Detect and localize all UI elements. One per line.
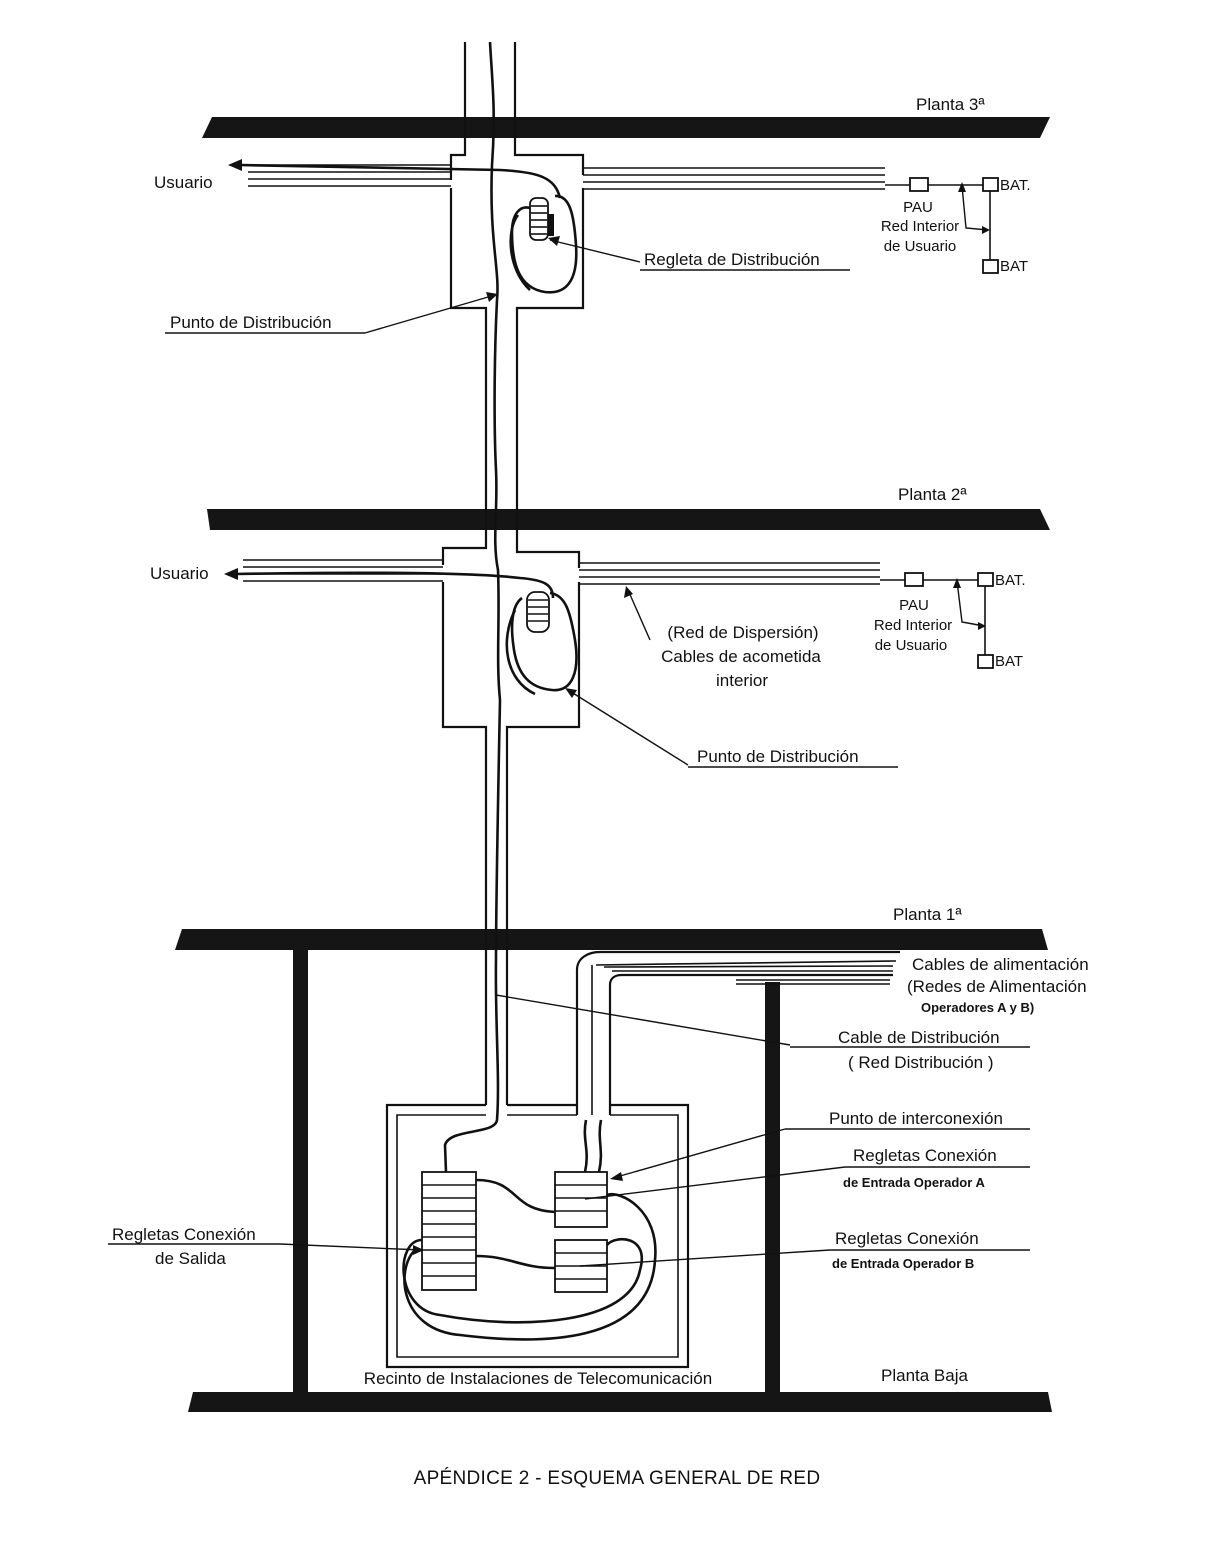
punto-distribucion-label-3: Punto de Distribución (170, 313, 332, 332)
red-interior-label-3: Red Interior (881, 218, 959, 235)
de-usuario-label-2: de Usuario (875, 637, 948, 654)
distribution-point-2 (505, 591, 578, 696)
floor-label-1: Planta 1ª (893, 905, 962, 924)
punto-interconexion-label: Punto de interconexión (829, 1109, 1003, 1128)
entrada-operador-a-label: de Entrada Operador A (843, 1175, 985, 1190)
recinto-label: Recinto de Instalaciones de Telecomunica… (364, 1369, 712, 1388)
floor-slab-3 (202, 117, 1050, 138)
arrow-head-usuario-2 (224, 568, 238, 580)
bat-bottom-label-3: BAT (1000, 258, 1028, 275)
entrada-operador-b-label: de Entrada Operador B (832, 1256, 974, 1271)
floor-slab-ground (188, 1392, 1052, 1412)
red-dispersion-label: (Red de Dispersión) (667, 623, 818, 642)
cable-distribucion-label: Cable de Distribución (838, 1028, 1000, 1047)
horizontal-channels-3 (248, 164, 885, 190)
distribution-point-3 (509, 194, 578, 294)
interior-label: interior (716, 671, 768, 690)
user-network-2 (880, 572, 994, 669)
cross-connect-jumpers (402, 1178, 657, 1341)
user-arrow-cable-2 (234, 571, 555, 599)
diagram-caption: APÉNDICE 2 - ESQUEMA GENERAL DE RED (414, 1468, 821, 1489)
floor-slab-2 (207, 509, 1050, 530)
user-arrow-cable-3 (239, 163, 562, 199)
operadores-label: Operadores A y B) (921, 1000, 1034, 1015)
column-left (293, 945, 308, 1397)
floor-label-2: Planta 2ª (898, 485, 967, 504)
regletas-entrada-a (554, 1171, 608, 1228)
de-salida-label: de Salida (155, 1249, 226, 1268)
redes-alimentacion-label: (Redes de Alimentación (907, 977, 1087, 996)
cables-alimentacion-label: Cables de alimentación (912, 955, 1089, 974)
leader-lines (279, 236, 846, 1267)
regleta-distribucion-label: Regleta de Distribución (644, 250, 820, 269)
cables-acometida-label: Cables de acometida (661, 647, 821, 666)
pau-label-2: PAU (899, 597, 929, 614)
label-underlines (108, 269, 1030, 1251)
floor-slab-1 (175, 929, 1048, 950)
regletas-salida-label: Regletas Conexión (112, 1225, 256, 1244)
pau-label-3: PAU (903, 199, 933, 216)
distribution-cable (443, 41, 502, 1173)
bat-bottom-label-2: BAT (995, 653, 1023, 670)
arrow-head-usuario-3 (228, 159, 242, 171)
vertical-riser (441, 42, 585, 1105)
regletas-entrada-a-label: Regletas Conexión (853, 1146, 997, 1165)
usuario-label-2: Usuario (150, 564, 209, 583)
floor-label-3: Planta 3ª (916, 95, 985, 114)
regletas-salida (421, 1171, 477, 1291)
punto-distribucion-label-2: Punto de Distribución (697, 747, 859, 766)
telecom-room (385, 1103, 690, 1369)
user-network-3 (885, 177, 999, 274)
column-right (765, 982, 780, 1397)
regletas-entrada-b-label: Regletas Conexión (835, 1229, 979, 1248)
usuario-label-3: Usuario (154, 173, 213, 192)
red-distribucion-label: ( Red Distribución ) (848, 1053, 994, 1072)
feeder-cables (575, 950, 900, 1173)
de-usuario-label-3: de Usuario (884, 238, 957, 255)
floor-label-ground: Planta Baja (881, 1366, 968, 1385)
bat-top-label-3: BAT. (1000, 177, 1031, 194)
bat-top-label-2: BAT. (995, 572, 1026, 589)
red-interior-label-2: Red Interior (874, 617, 952, 634)
